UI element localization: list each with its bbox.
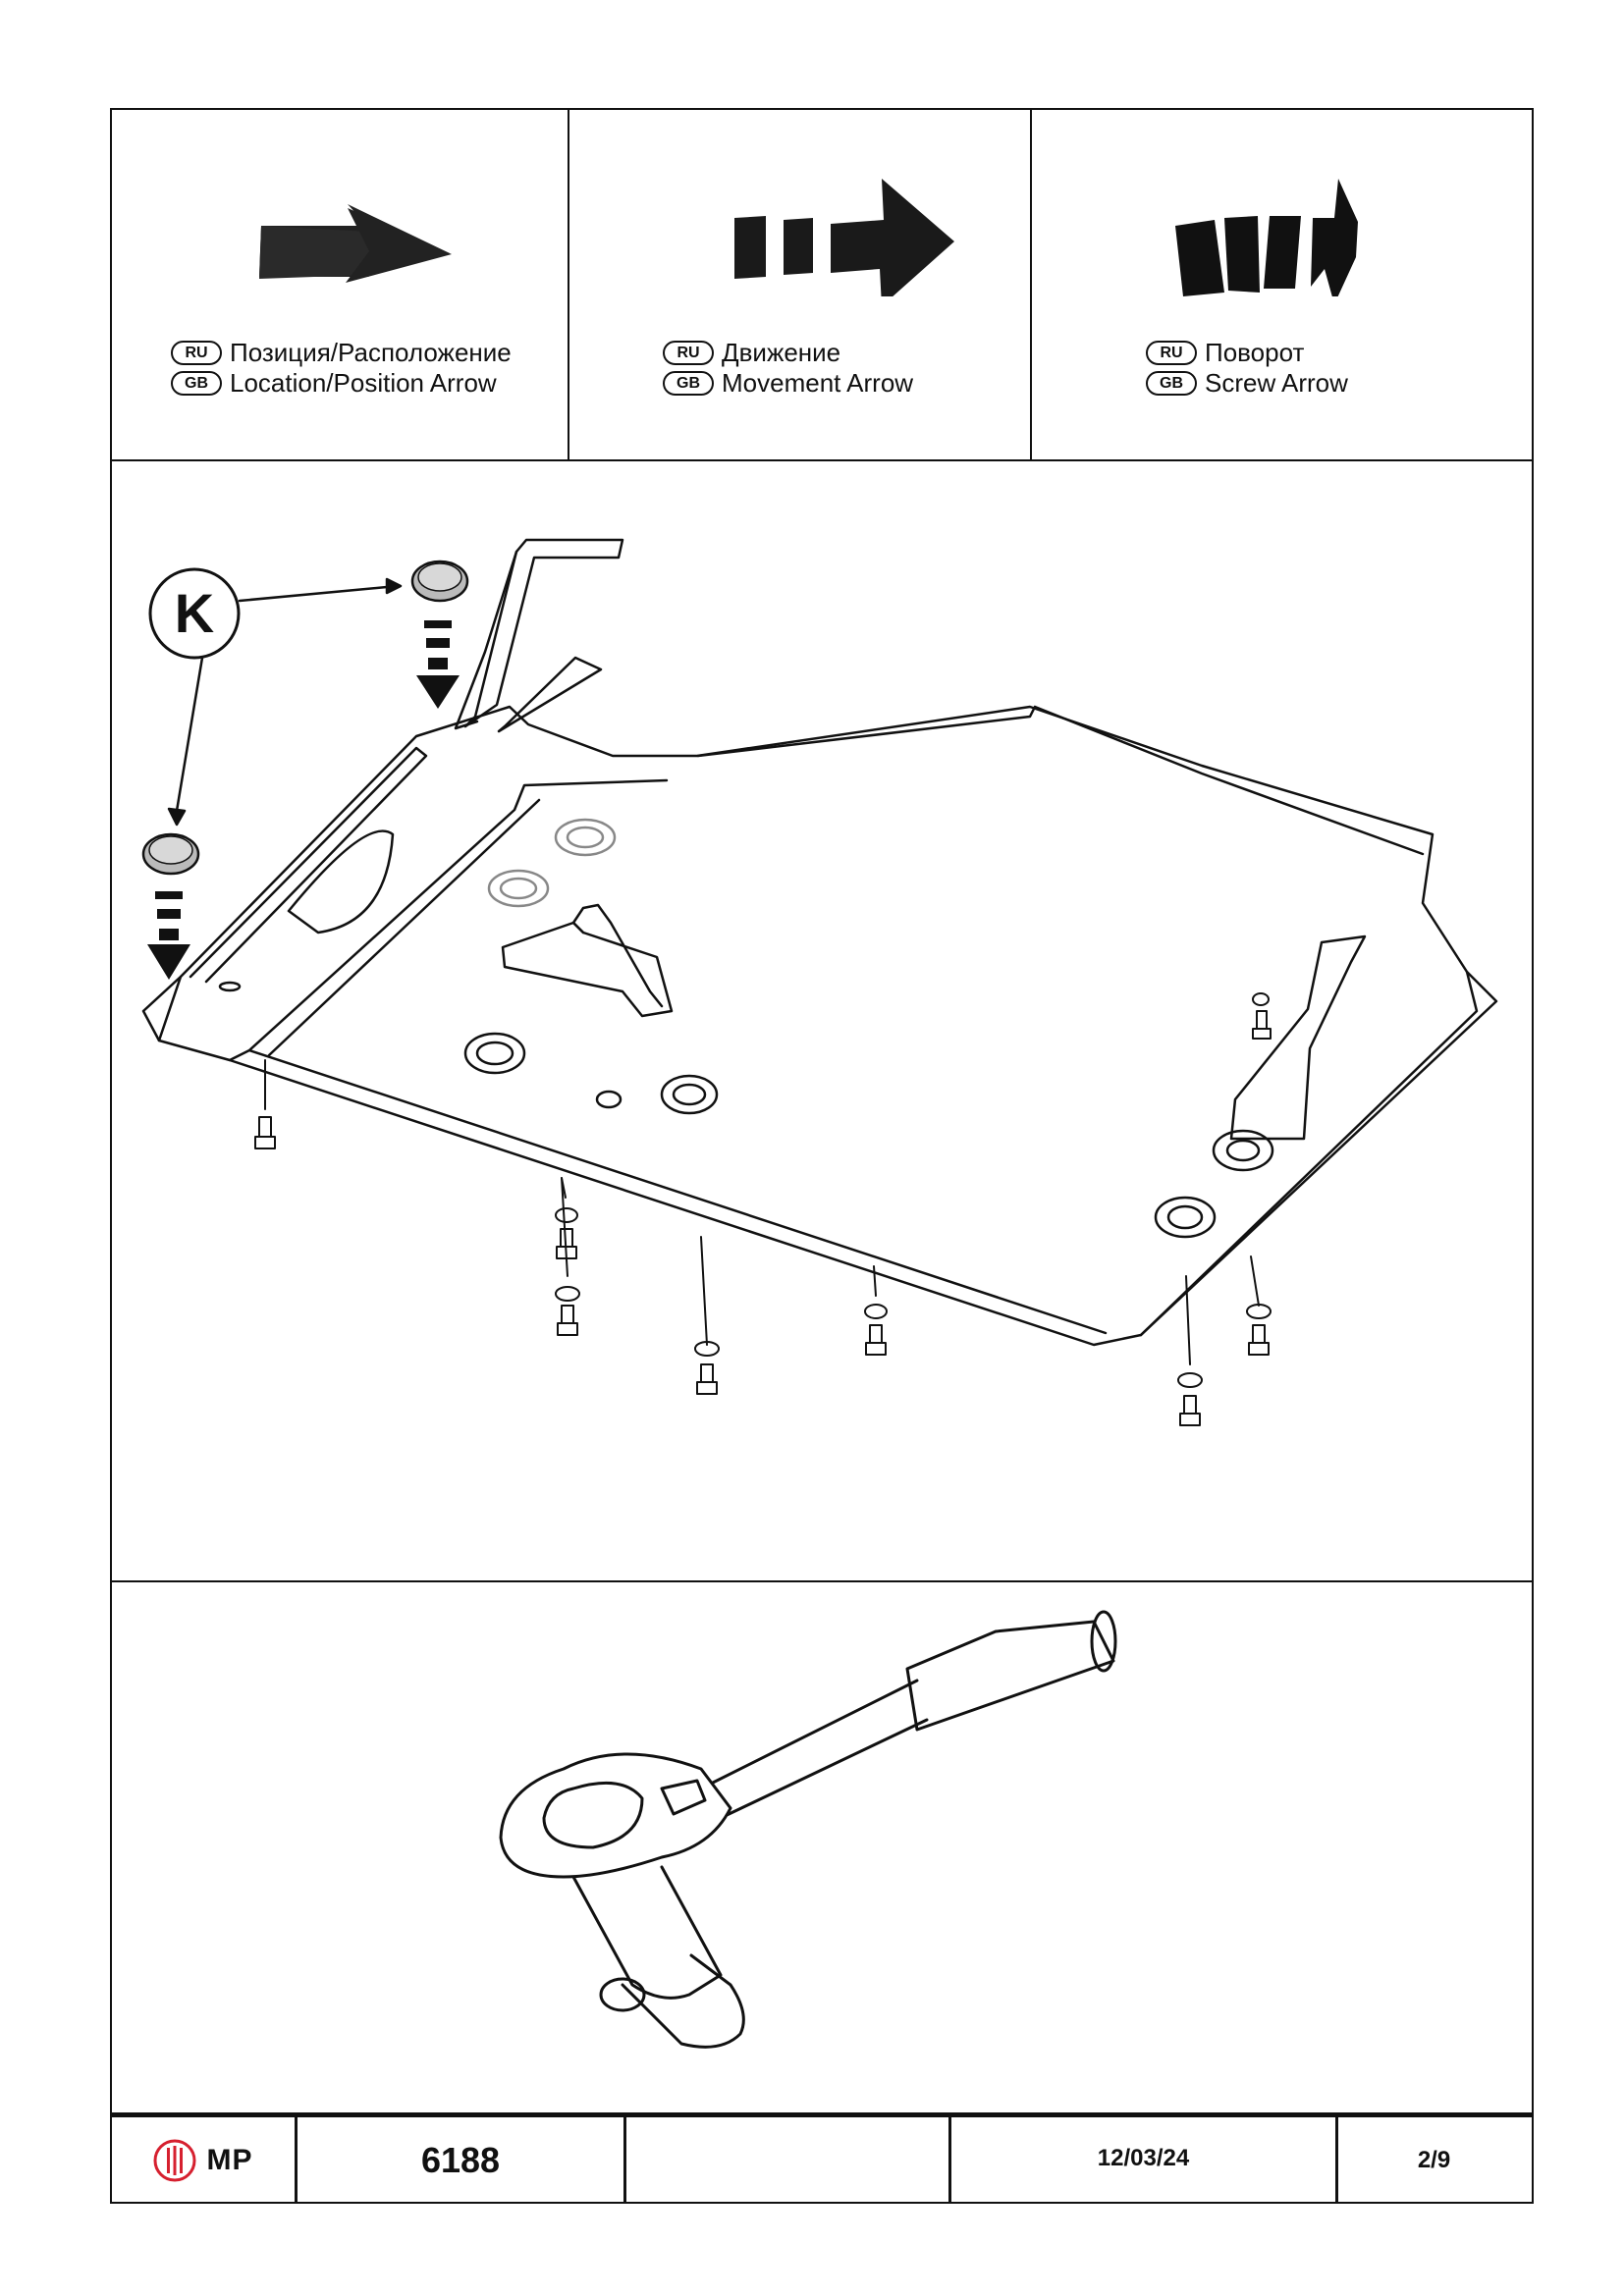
skid-plate-drawing: K xyxy=(141,538,1498,1426)
washer-icon xyxy=(463,818,1274,1239)
page-frame xyxy=(110,108,1534,2204)
movement-arrow-icon xyxy=(734,179,954,296)
footer-divider xyxy=(623,2117,626,2204)
footer-date: 12/03/24 xyxy=(1097,2145,1190,2171)
gb-badge: GB xyxy=(1146,371,1197,396)
legend-ru-label: Позиция/Расположение xyxy=(230,338,512,367)
legend-col-divider xyxy=(1030,110,1032,459)
part-number: 6188 xyxy=(420,2140,501,2180)
legend-gb-label: Movement Arrow xyxy=(722,368,914,398)
diagram-divider xyxy=(110,1580,1534,1582)
ru-badge: RU xyxy=(171,341,222,365)
footer-divider xyxy=(948,2117,951,2204)
legend-gb-label: Location/Position Arrow xyxy=(230,368,497,398)
bolt-icon xyxy=(254,992,1272,1426)
gb-badge: GB xyxy=(171,371,222,396)
screw-arrow-icon xyxy=(1175,179,1358,296)
rubber-plug-icon xyxy=(141,560,469,876)
legend-location: RU Позиция/Расположение GB Location/Positi… xyxy=(112,110,568,459)
location-arrow-icon xyxy=(259,204,452,283)
mp-logo-icon xyxy=(153,2139,195,2182)
ru-badge: RU xyxy=(663,341,714,365)
footer-divider xyxy=(1335,2117,1338,2204)
page-number: 2/9 xyxy=(1417,2147,1451,2173)
footer-logo: MP xyxy=(110,2117,295,2204)
ru-badge: RU xyxy=(1146,341,1197,365)
legend-ru-label: Движение xyxy=(722,338,841,367)
ratchet-wrench-icon xyxy=(499,1610,1117,2049)
footer-divider xyxy=(295,2117,298,2204)
callout-label: K xyxy=(175,582,214,644)
footer-blank xyxy=(626,2117,948,2204)
footer: MP 6188 12/03/24 2/9 xyxy=(110,2112,1534,2204)
legend-divider xyxy=(110,459,1534,461)
movement-arrow-icon xyxy=(147,620,460,980)
legend-movement: RU Движение GB Movement Arrow xyxy=(569,110,1030,459)
legend-ru-label: Поворот xyxy=(1205,338,1305,367)
legend-screw: RU Поворот GB Screw Arrow xyxy=(1032,110,1532,459)
gb-badge: GB xyxy=(663,371,714,396)
logo-text: MP xyxy=(206,2144,253,2176)
bracket-icon xyxy=(454,538,1367,1141)
legend-col-divider xyxy=(568,110,569,459)
legend-gb-label: Screw Arrow xyxy=(1205,368,1348,398)
callout-circle xyxy=(148,567,241,660)
